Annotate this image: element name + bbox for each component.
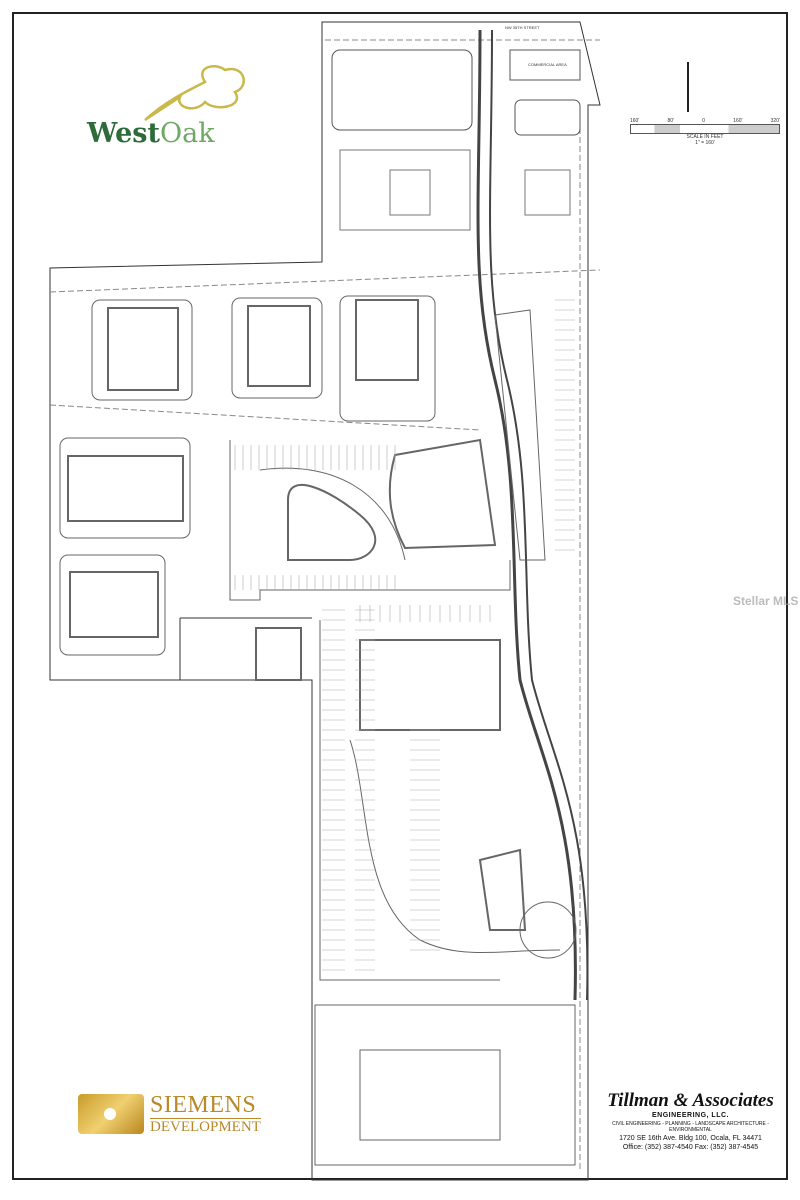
engineer-subtitle: ENGINEERING, LLC. [652,1112,729,1119]
scale-tick: 320' [770,118,780,124]
engineer-name: Tillman & Associates [607,1090,774,1111]
scale-title: SCALE IN FEET [686,134,724,140]
siemens-mark-icon [78,1094,144,1134]
drawing-border [12,12,788,1180]
oak-leaf-icon [144,65,245,122]
street-label: NW 35TH STREET [505,25,540,30]
engineer-address: 1720 SE 16th Ave. Bldg 100, Ocala, FL 34… [619,1135,762,1142]
engineer-services: CIVIL ENGINEERING - PLANNING - LANDSCAPE… [612,1121,769,1133]
scale-tick: 160' [733,118,743,124]
scale-tick: 160' [630,118,640,124]
scale-tick: 0 [702,118,705,124]
scale-bar: 160' 80' 0 160' 320' SCALE IN FEET 1" = … [630,118,780,146]
siemens-logo: SIEMENS DEVELOPMENT [78,1090,268,1140]
main-road [476,29,577,1001]
engineer-title-block: Tillman & Associates ENGINEERING, LLC. C… [598,1090,783,1151]
west-oak-word1: West [87,118,160,149]
siemens-line2: DEVELOPMENT [150,1118,261,1135]
siemens-line1: SIEMENS [150,1092,257,1118]
scale-tick: 80' [667,118,675,124]
commercial-area-label: COMMERCIAL AREA [528,62,567,67]
watermark: Stellar MLS [733,594,799,608]
engineer-phones: Office: (352) 387-4540 Fax: (352) 387-45… [622,1144,759,1151]
west-oak-word2: Oak [159,118,215,149]
property-boundary [49,21,601,1181]
scale-ratio: 1" = 160' [695,140,715,146]
west-oak-logo: WestOak [85,62,265,172]
